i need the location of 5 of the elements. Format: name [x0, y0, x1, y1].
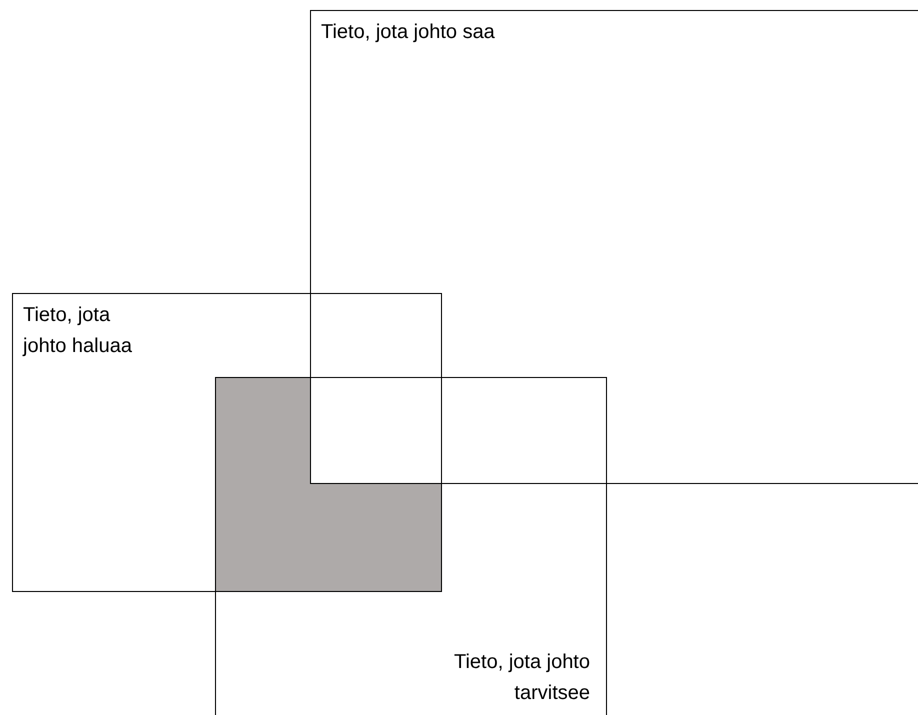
region-label: Tieto, jota johto haluaa: [23, 303, 133, 359]
overlapping-rectangle: [12, 293, 442, 592]
region-label: Tieto, jota johto saa: [321, 20, 496, 45]
region-label: Tieto, jota johto tarvitsee: [452, 650, 590, 706]
overlap-region: [215, 377, 442, 592]
